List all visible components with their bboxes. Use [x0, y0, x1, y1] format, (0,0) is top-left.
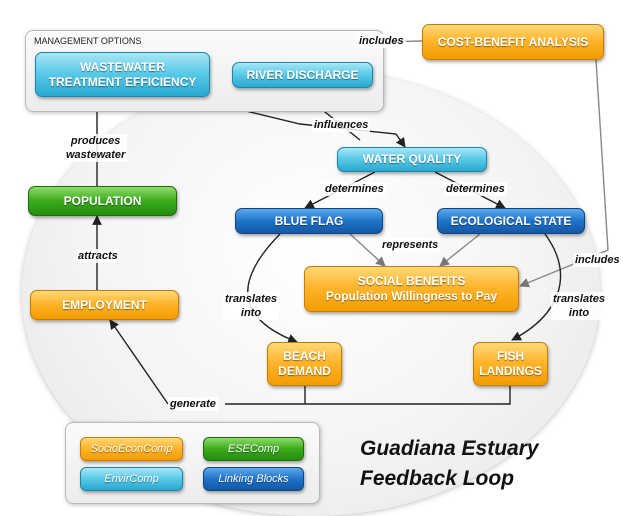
label-attracts: attracts [76, 249, 120, 263]
node-ecological-label: ECOLOGICAL STATE [450, 213, 572, 228]
label-produces-wastewater: produces wastewater [64, 134, 128, 162]
edge-includes-right [519, 59, 609, 288]
node-population-label: POPULATION [63, 193, 142, 208]
label-influences: influences [312, 118, 371, 132]
edge-represents-right [439, 233, 481, 267]
edge-represents-left [349, 233, 386, 267]
legend-link-label: Linking Blocks [218, 473, 289, 485]
label-includes-right: includes [573, 253, 622, 267]
node-employment[interactable]: EMPLOYMENT [30, 290, 179, 320]
edge-translates-right [511, 233, 562, 341]
legend-socio: SocioEconComp [80, 437, 183, 461]
node-ecological-state[interactable]: ECOLOGICAL STATE [437, 208, 585, 234]
label-represents: represents [380, 238, 441, 252]
diagram-title: Guadiana Estuary Feedback Loop [360, 434, 539, 494]
node-water-quality[interactable]: WATER QUALITY [337, 147, 487, 172]
panel-title: MANAGEMENT OPTIONS [34, 36, 142, 46]
node-wastewater-treatment[interactable]: WASTEWATER TREATMENT EFFICIENCY [35, 52, 210, 97]
legend-link: Linking Blocks [203, 467, 304, 491]
node-social-benefits[interactable]: SOCIAL BENEFITS Population Willingness t… [304, 266, 519, 312]
label-translates-right: translates into [551, 292, 607, 320]
node-beach-line2: DEMAND [278, 364, 331, 378]
node-fish-line1: FISH [496, 349, 525, 363]
label-includes-top: includes [357, 34, 406, 48]
legend-envir: EnvirComp [80, 467, 183, 491]
label-produces-line1: produces [70, 135, 121, 147]
edge-translates-left [247, 233, 298, 344]
legend-envir-label: EnvirComp [104, 473, 159, 485]
node-fish-line2: LANDINGS [479, 364, 542, 378]
title-line1: Guadiana Estuary [360, 437, 539, 460]
node-employment-label: EMPLOYMENT [62, 297, 147, 312]
node-beach-demand[interactable]: BEACH DEMAND [267, 342, 342, 386]
node-river-discharge[interactable]: RIVER DISCHARGE [232, 62, 373, 88]
node-blue-flag-label: BLUE FLAG [274, 213, 344, 228]
node-river-label: RIVER DISCHARGE [246, 67, 359, 82]
legend-panel [65, 422, 320, 504]
node-wastewater-line2: TREATMENT EFFICIENCY [48, 74, 197, 89]
label-translates-right-line2: into [568, 307, 590, 319]
node-social-line1: SOCIAL BENEFITS [357, 274, 466, 288]
legend-socio-label: SocioEconComp [90, 443, 173, 455]
node-wastewater-line1: WASTEWATER [79, 59, 166, 74]
label-produces-line2: wastewater [66, 149, 126, 161]
label-translates-left-line1: translates [225, 293, 277, 305]
node-cost-benefit-label: COST-BENEFIT ANALYSIS [437, 34, 589, 49]
title-line2: Feedback Loop [360, 467, 515, 490]
node-water-quality-label: WATER QUALITY [362, 152, 462, 166]
node-cost-benefit[interactable]: COST-BENEFIT ANALYSIS [422, 24, 604, 60]
node-blue-flag[interactable]: BLUE FLAG [235, 208, 383, 234]
label-translates-left: translates into [223, 292, 279, 320]
edge-generate [109, 319, 169, 405]
label-determines-right: determines [444, 182, 507, 196]
node-social-line2: Population Willingness to Pay [325, 289, 498, 303]
edge-generate-fish [225, 386, 511, 405]
node-population[interactable]: POPULATION [28, 186, 177, 216]
node-beach-line1: BEACH [283, 349, 326, 363]
legend-ese-label: ESEComp [227, 443, 280, 455]
node-fish-landings[interactable]: FISH LANDINGS [473, 342, 548, 386]
label-translates-left-line2: into [240, 307, 262, 319]
legend-ese: ESEComp [203, 437, 304, 461]
label-generate: generate [168, 397, 218, 411]
label-translates-right-line1: translates [553, 293, 605, 305]
label-determines-left: determines [323, 182, 386, 196]
